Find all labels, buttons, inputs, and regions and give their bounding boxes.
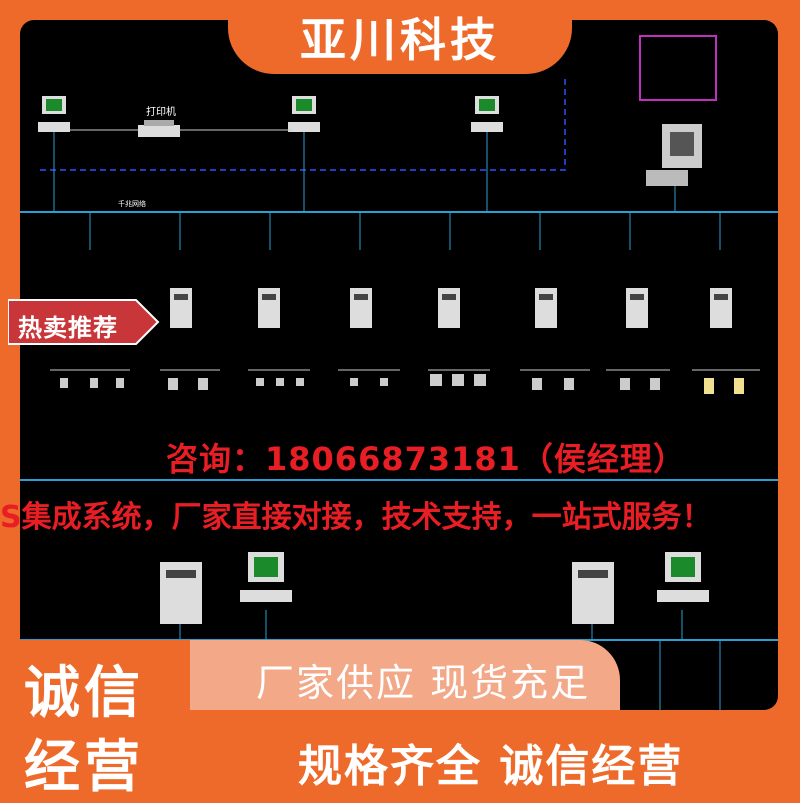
slogan-left-line-2: 经营 (24, 735, 144, 800)
workstation-icon (471, 96, 503, 132)
consult-phone-text: 咨询：18066873181（侯经理） (166, 440, 686, 478)
service-slogan: S集成系统，厂家直接对接，技术支持，一站式服务！ (0, 500, 712, 535)
workstation-icon (657, 552, 709, 602)
topology-svg: 打印机 千兆网络 (20, 35, 778, 710)
workstation-icon (38, 96, 70, 132)
spec-tagline: 规格齐全 诚信经营 (298, 741, 684, 792)
printer-icon (138, 120, 180, 137)
hot-badge-label: 热卖推荐 (18, 314, 118, 342)
bus-label: 千兆网络 (118, 199, 146, 208)
workstation-icon (288, 96, 320, 132)
brand-title: 亚川科技 (300, 13, 500, 67)
brand-banner (228, 0, 572, 74)
printer-label: 打印机 (146, 105, 176, 118)
slogan-left-line-1: 诚信 (24, 661, 144, 726)
server-icon (572, 562, 614, 624)
system-topology-diagram: 打印机 千兆网络 (20, 20, 778, 710)
hot-badge (8, 299, 160, 345)
workstation-icon (240, 552, 292, 602)
server-icon (160, 562, 202, 624)
bottom-left-panel (0, 640, 190, 800)
mid-tag-band (190, 640, 620, 710)
supply-tagline: 厂家供应 现货充足 (256, 661, 591, 705)
bottom-right-panel (190, 710, 800, 800)
console-icon (646, 124, 702, 186)
